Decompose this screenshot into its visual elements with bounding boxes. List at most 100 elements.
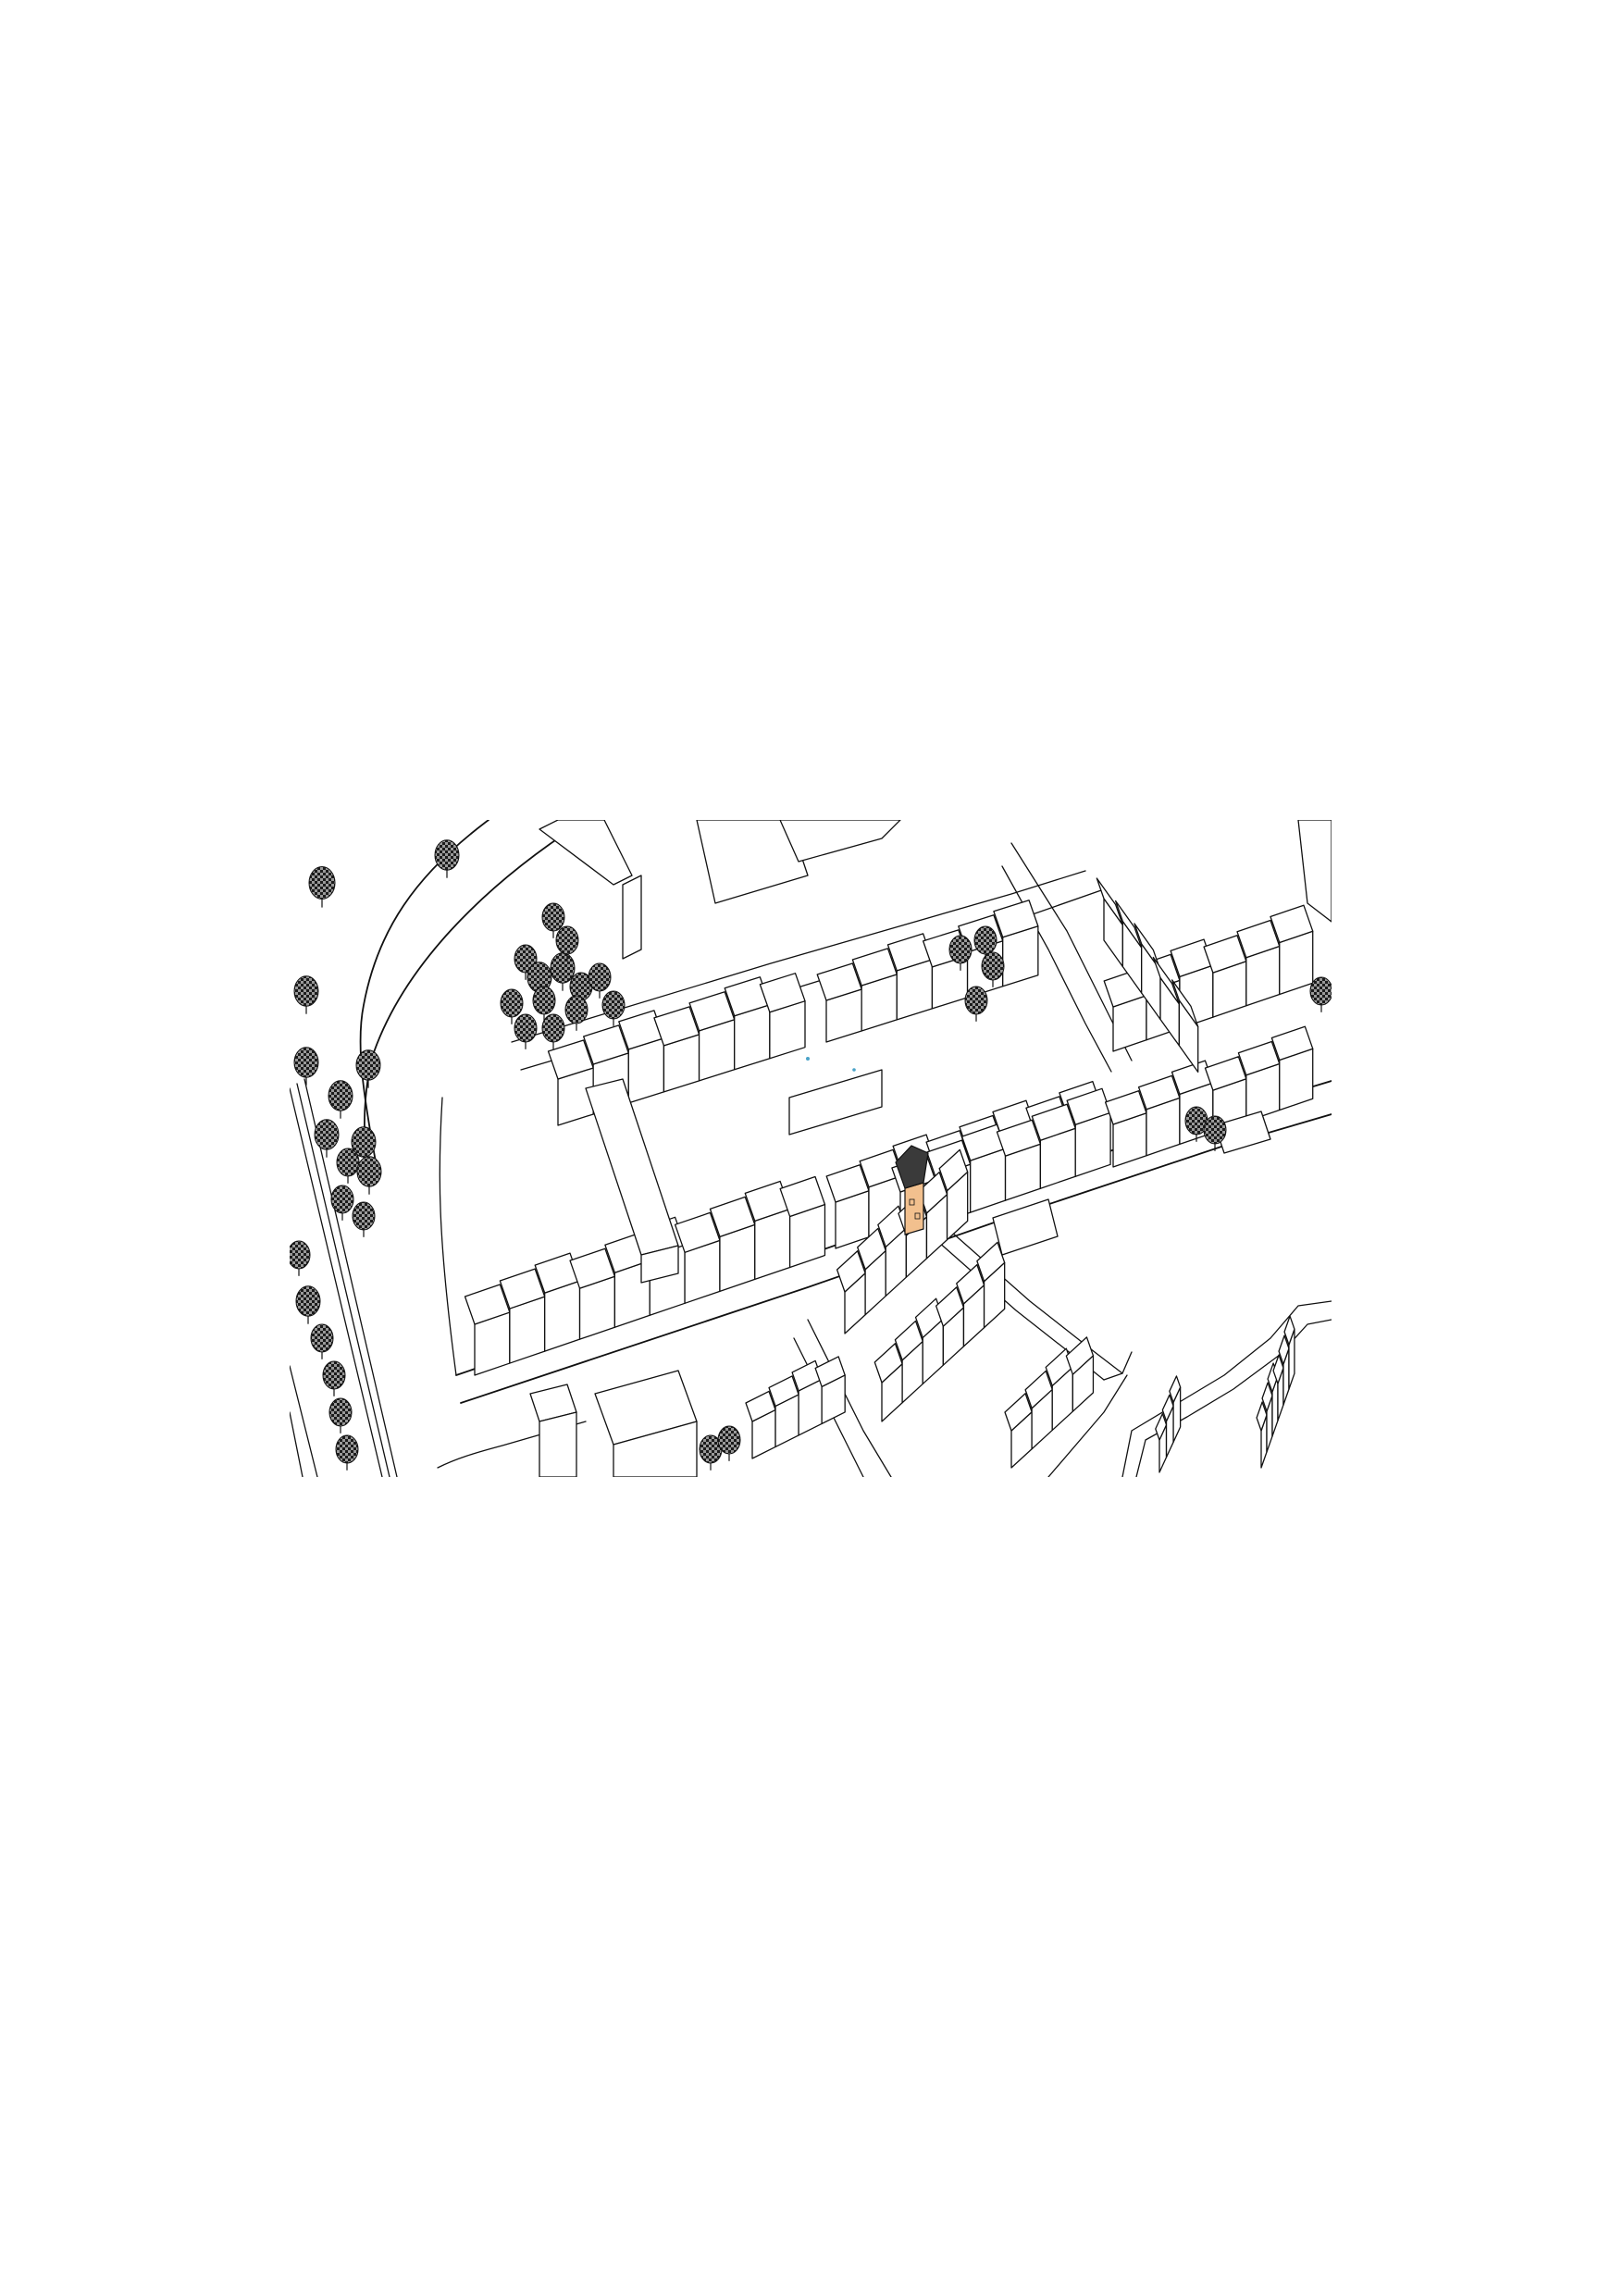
terrace-main-south-east-roof — [1204, 1056, 1247, 1091]
tree-icon — [717, 1425, 741, 1461]
tree-crown — [290, 1240, 311, 1270]
terrace-upper-west-roof — [688, 991, 736, 1032]
highlighted-building — [895, 1145, 929, 1235]
terrace-lower-right-roof — [1024, 1370, 1053, 1409]
tree-crown — [314, 1119, 340, 1150]
tree-icon — [601, 990, 626, 1026]
terrace-main-north-west-roof — [744, 1180, 791, 1222]
highlighted-building-window — [914, 1212, 921, 1220]
tree-crown — [336, 1148, 360, 1177]
terrace-lower-middle-2-roof — [956, 1263, 985, 1305]
terrace-main-north-west-roof — [674, 1211, 721, 1253]
tree-crown — [981, 951, 1005, 981]
tree-crown — [514, 944, 538, 974]
tree-icon — [295, 1285, 321, 1324]
terrace-lower-right-roof — [1004, 1393, 1033, 1432]
tree-crown — [330, 1185, 354, 1214]
tree-icon — [564, 995, 588, 1031]
tree-icon — [293, 1047, 319, 1086]
tree-icon — [328, 1080, 353, 1119]
tree-icon — [541, 902, 565, 938]
tree-crown — [532, 986, 556, 1015]
tree-icon — [290, 1240, 311, 1276]
cross-wing-building — [585, 1078, 679, 1256]
curved-road-outer-edge — [364, 820, 587, 1154]
terrace-lower-left-roof — [745, 1390, 776, 1422]
tree-crown — [564, 995, 588, 1024]
terrace-upper-east-roof — [816, 962, 862, 1001]
terrace-upper-west-roof — [759, 973, 806, 1013]
terrace-right-cross-roof — [1114, 900, 1143, 949]
sawtooth-right-roof — [1283, 1315, 1295, 1346]
terrace-main-south-east-roof — [1137, 1074, 1181, 1111]
terrace-lower-left-roof — [814, 1356, 846, 1388]
terrace-main-south-roof — [1066, 1087, 1111, 1125]
tree-crown — [328, 1397, 353, 1427]
sawtooth-right-roof — [1261, 1382, 1273, 1412]
tree-icon — [314, 1119, 340, 1158]
path-left-edge — [290, 1411, 304, 1477]
tree-crown — [964, 986, 988, 1015]
tree-icon — [355, 1049, 381, 1088]
curved-road-inner-edge — [359, 820, 489, 1173]
sawtooth-right-roof — [1272, 1354, 1284, 1384]
tree-icon — [964, 986, 988, 1022]
cross-wing-building-end — [640, 1245, 679, 1284]
tree-icon — [356, 1156, 382, 1195]
tree-icon — [514, 1013, 538, 1049]
terrace-main-north-west-roof — [534, 1252, 581, 1294]
tree-crown — [541, 902, 565, 932]
tree-crown — [356, 1156, 382, 1187]
terrace-upper-east-roof — [851, 948, 898, 987]
terrace-right-cross-roof — [1171, 979, 1199, 1028]
corner-block-e — [1214, 1111, 1271, 1154]
sawtooth-right-2-roof — [1169, 1375, 1182, 1403]
top-block-1 — [539, 820, 633, 886]
accent-mark — [806, 1057, 810, 1061]
tree-icon — [948, 935, 973, 971]
tree-crown — [295, 1285, 321, 1317]
terrace-main-south-roof — [960, 1123, 1007, 1161]
tree-crown — [948, 935, 973, 964]
railway-line-1 — [290, 1087, 383, 1477]
tree-crown — [293, 1047, 319, 1078]
tree-crown — [514, 1013, 538, 1043]
tree-crown — [601, 990, 626, 1020]
terrace-right-upper-roof — [1270, 904, 1314, 944]
terrace-lower-middle-2-roof — [935, 1286, 965, 1327]
terrace-main-north-west-roof — [569, 1247, 616, 1289]
terrace-upper-east-roof — [993, 900, 1039, 938]
tree-icon — [328, 1397, 353, 1433]
tree-crown — [1309, 976, 1332, 1006]
tree-crown — [310, 1323, 334, 1353]
terrace-lower-middle-roof — [938, 1148, 969, 1192]
terrace-right-cross-roof — [1096, 877, 1123, 926]
top-right-block — [1297, 820, 1332, 923]
tree-crown — [328, 1080, 353, 1111]
lower-right-road-2 — [1135, 1319, 1332, 1477]
upper-street-edge-2 — [511, 870, 1086, 1043]
lower-street-3 — [1047, 1374, 1128, 1477]
terrace-right-upper-roof — [1170, 938, 1214, 978]
terrace-upper-west-roof — [724, 976, 771, 1017]
terrace-main-north-west-roof — [709, 1196, 756, 1238]
terrace-upper-west-roof — [547, 1039, 594, 1080]
terrace-right-upper-roof — [1236, 919, 1281, 959]
accent-mark — [852, 1068, 856, 1072]
tree-crown — [293, 975, 319, 1007]
road-corner-left — [439, 1097, 457, 1376]
tree-crown — [335, 1434, 359, 1464]
tree-icon — [500, 988, 524, 1024]
tree-crown — [973, 925, 997, 955]
terrace-main-south-east-roof — [1104, 1090, 1147, 1125]
terrace-main-south-roof — [996, 1119, 1042, 1157]
terrace-main-north-west-roof — [779, 1175, 826, 1218]
tree-icon — [1203, 1115, 1227, 1151]
top-block-2 — [696, 820, 809, 904]
lower-right-road-1 — [1121, 1300, 1332, 1477]
road-bottom-left — [437, 1421, 587, 1469]
terrace-lower-middle-roof — [836, 1250, 866, 1293]
highlighted-building-facade — [904, 1182, 924, 1235]
site-axonometric-drawing — [290, 820, 1332, 1477]
railway-line-2 — [296, 1083, 390, 1477]
